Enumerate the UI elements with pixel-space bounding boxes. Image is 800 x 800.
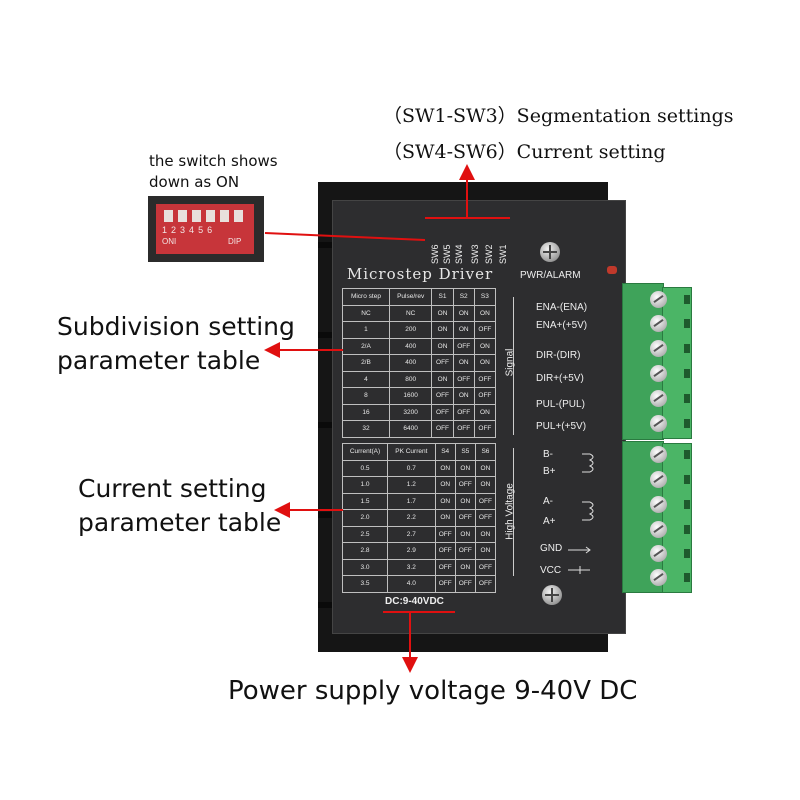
dip-key-6: [234, 210, 243, 222]
terminal-block: [622, 283, 692, 593]
top-screw-icon: [540, 242, 560, 262]
switch-note-line2: down as ON: [149, 173, 240, 191]
switch-note-line1: the switch shows: [149, 152, 278, 170]
dip-numbers: 123456: [162, 225, 217, 235]
table-cell: OFF: [473, 420, 497, 438]
dip-key-4: [206, 210, 215, 222]
callout-sw4-sw6: （SW4-SW6）Current setting: [383, 141, 666, 163]
callout-subdivision-line2: parameter table: [57, 346, 261, 375]
high-voltage-bracket: [513, 448, 514, 576]
terminal-label-dir-pos: DIR+(+5V): [536, 373, 584, 384]
dip-key-2: [178, 210, 187, 222]
terminal-label-pul-pos: PUL+(+5V): [536, 421, 587, 432]
table-cell: 32: [342, 420, 390, 438]
table-header-row: Current(A) PK Current S4 S5 S6: [341, 443, 497, 461]
terminal-label-a-neg: A-: [543, 496, 553, 507]
panel-title: Microstep Driver: [346, 265, 494, 283]
callout-current-line1: Current setting: [78, 474, 267, 503]
bottom-screw-icon: [542, 585, 562, 605]
panel-voltage-label: DC:9-40VDC: [385, 596, 444, 607]
terminal-label-b-neg: B-: [543, 449, 553, 460]
callout-current-line2: parameter table: [78, 508, 282, 537]
status-led: [607, 266, 617, 274]
terminal-label-gnd: GND: [540, 543, 563, 554]
terminal-label-ena-neg: ENA-(ENA): [536, 302, 588, 313]
table-cell: ON: [474, 542, 497, 560]
table-cell: 3.5: [341, 575, 389, 593]
dip-switch-photo: 123456 ONI DIP: [148, 196, 264, 262]
table-cell: ON: [474, 459, 497, 477]
terminal-label-pul-neg: PUL-(PUL): [536, 399, 585, 410]
terminal-label-vcc: VCC: [540, 565, 562, 576]
dip-key-1: [164, 210, 173, 222]
table-header-row: Micro step Pulse/rev S1 S2 S3: [342, 288, 497, 306]
dip-key-3: [192, 210, 201, 222]
callout-sw1-sw3: （SW1-SW3）Segmentation settings: [383, 105, 734, 127]
signal-bracket: [513, 297, 514, 435]
gnd-vcc-arrows: [568, 546, 591, 574]
table-cell: OFF: [474, 575, 497, 593]
table-header-cell: Micro step: [342, 288, 390, 306]
callout-subdivision-line1: Subdivision setting: [57, 312, 295, 341]
terminal-label-ena-pos: ENA+(+5V): [536, 320, 588, 331]
terminal-label-a-pos: A+: [543, 516, 556, 527]
pwr-alarm-label: PWR/ALARM: [520, 270, 581, 281]
dip-on-label: ONI: [162, 237, 177, 246]
coil-symbols: [582, 453, 594, 521]
callout-power: Power supply voltage 9-40V DC: [228, 676, 638, 706]
terminal-label-dir-neg: DIR-(DIR): [536, 350, 581, 361]
table-cell: OFF: [431, 420, 454, 438]
terminal-label-b-pos: B+: [543, 466, 556, 477]
dip-dip-label: DIP: [228, 237, 242, 246]
dip-switch-body: 123456 ONI DIP: [156, 204, 254, 254]
dip-key-5: [220, 210, 229, 222]
table-cell: OFF: [452, 420, 475, 438]
arrow-dip-to-switches: [264, 232, 426, 241]
